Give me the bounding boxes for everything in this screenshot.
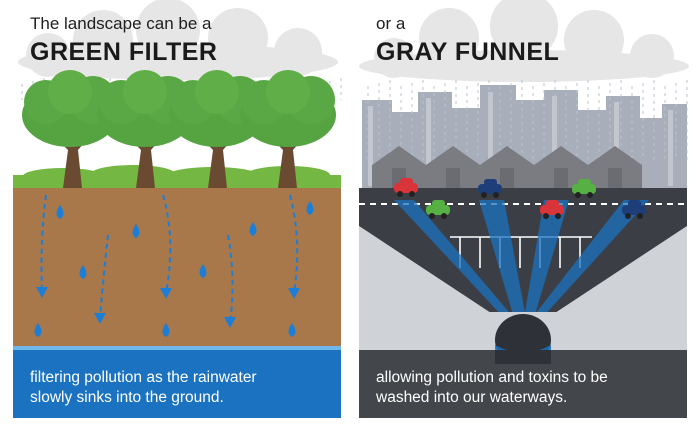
water-drop-icon [34, 201, 314, 337]
car-icon [622, 200, 646, 219]
rain-icon [367, 80, 688, 160]
car-icon [394, 178, 418, 197]
heading-large: GREEN FILTER [30, 38, 218, 66]
tree-icon [240, 70, 336, 188]
green-filter-panel: The landscape can be a GREEN FILTER filt… [8, 0, 346, 435]
gray-funnel-panel: or a GRAY FUNNEL allowing pollution and … [354, 0, 692, 435]
gray-funnel-illustration [359, 0, 689, 418]
heading-small: or a [376, 14, 406, 33]
car-icon [426, 200, 450, 219]
caption-line-1: filtering pollution as the rainwater [30, 369, 257, 386]
green-filter-illustration [13, 0, 342, 418]
caption-line-2: slowly sinks into the ground. [30, 389, 224, 406]
arrow-heads [36, 287, 300, 328]
funnel-light [359, 226, 687, 358]
car-icon [478, 179, 502, 198]
caption-line-2: washed into our waterways. [376, 389, 568, 406]
caption: filtering pollution as the rainwater slo… [20, 363, 340, 417]
caption-box [13, 350, 341, 418]
heading-small: The landscape can be a [30, 14, 212, 33]
tree-icon [22, 70, 118, 188]
heading-large: GRAY FUNNEL [376, 38, 560, 66]
paved-funnel [359, 188, 687, 315]
cloud-icon [359, 0, 689, 82]
car-icon [572, 179, 596, 198]
caption-line-1: allowing pollution and toxins to be [376, 369, 608, 386]
soil-layer [13, 188, 341, 350]
car-icon [540, 200, 564, 219]
caption: allowing pollution and toxins to be wash… [366, 363, 686, 417]
runoff-streams [394, 200, 649, 318]
infiltration-arrows [40, 194, 299, 323]
cloud-icon [18, 0, 338, 80]
